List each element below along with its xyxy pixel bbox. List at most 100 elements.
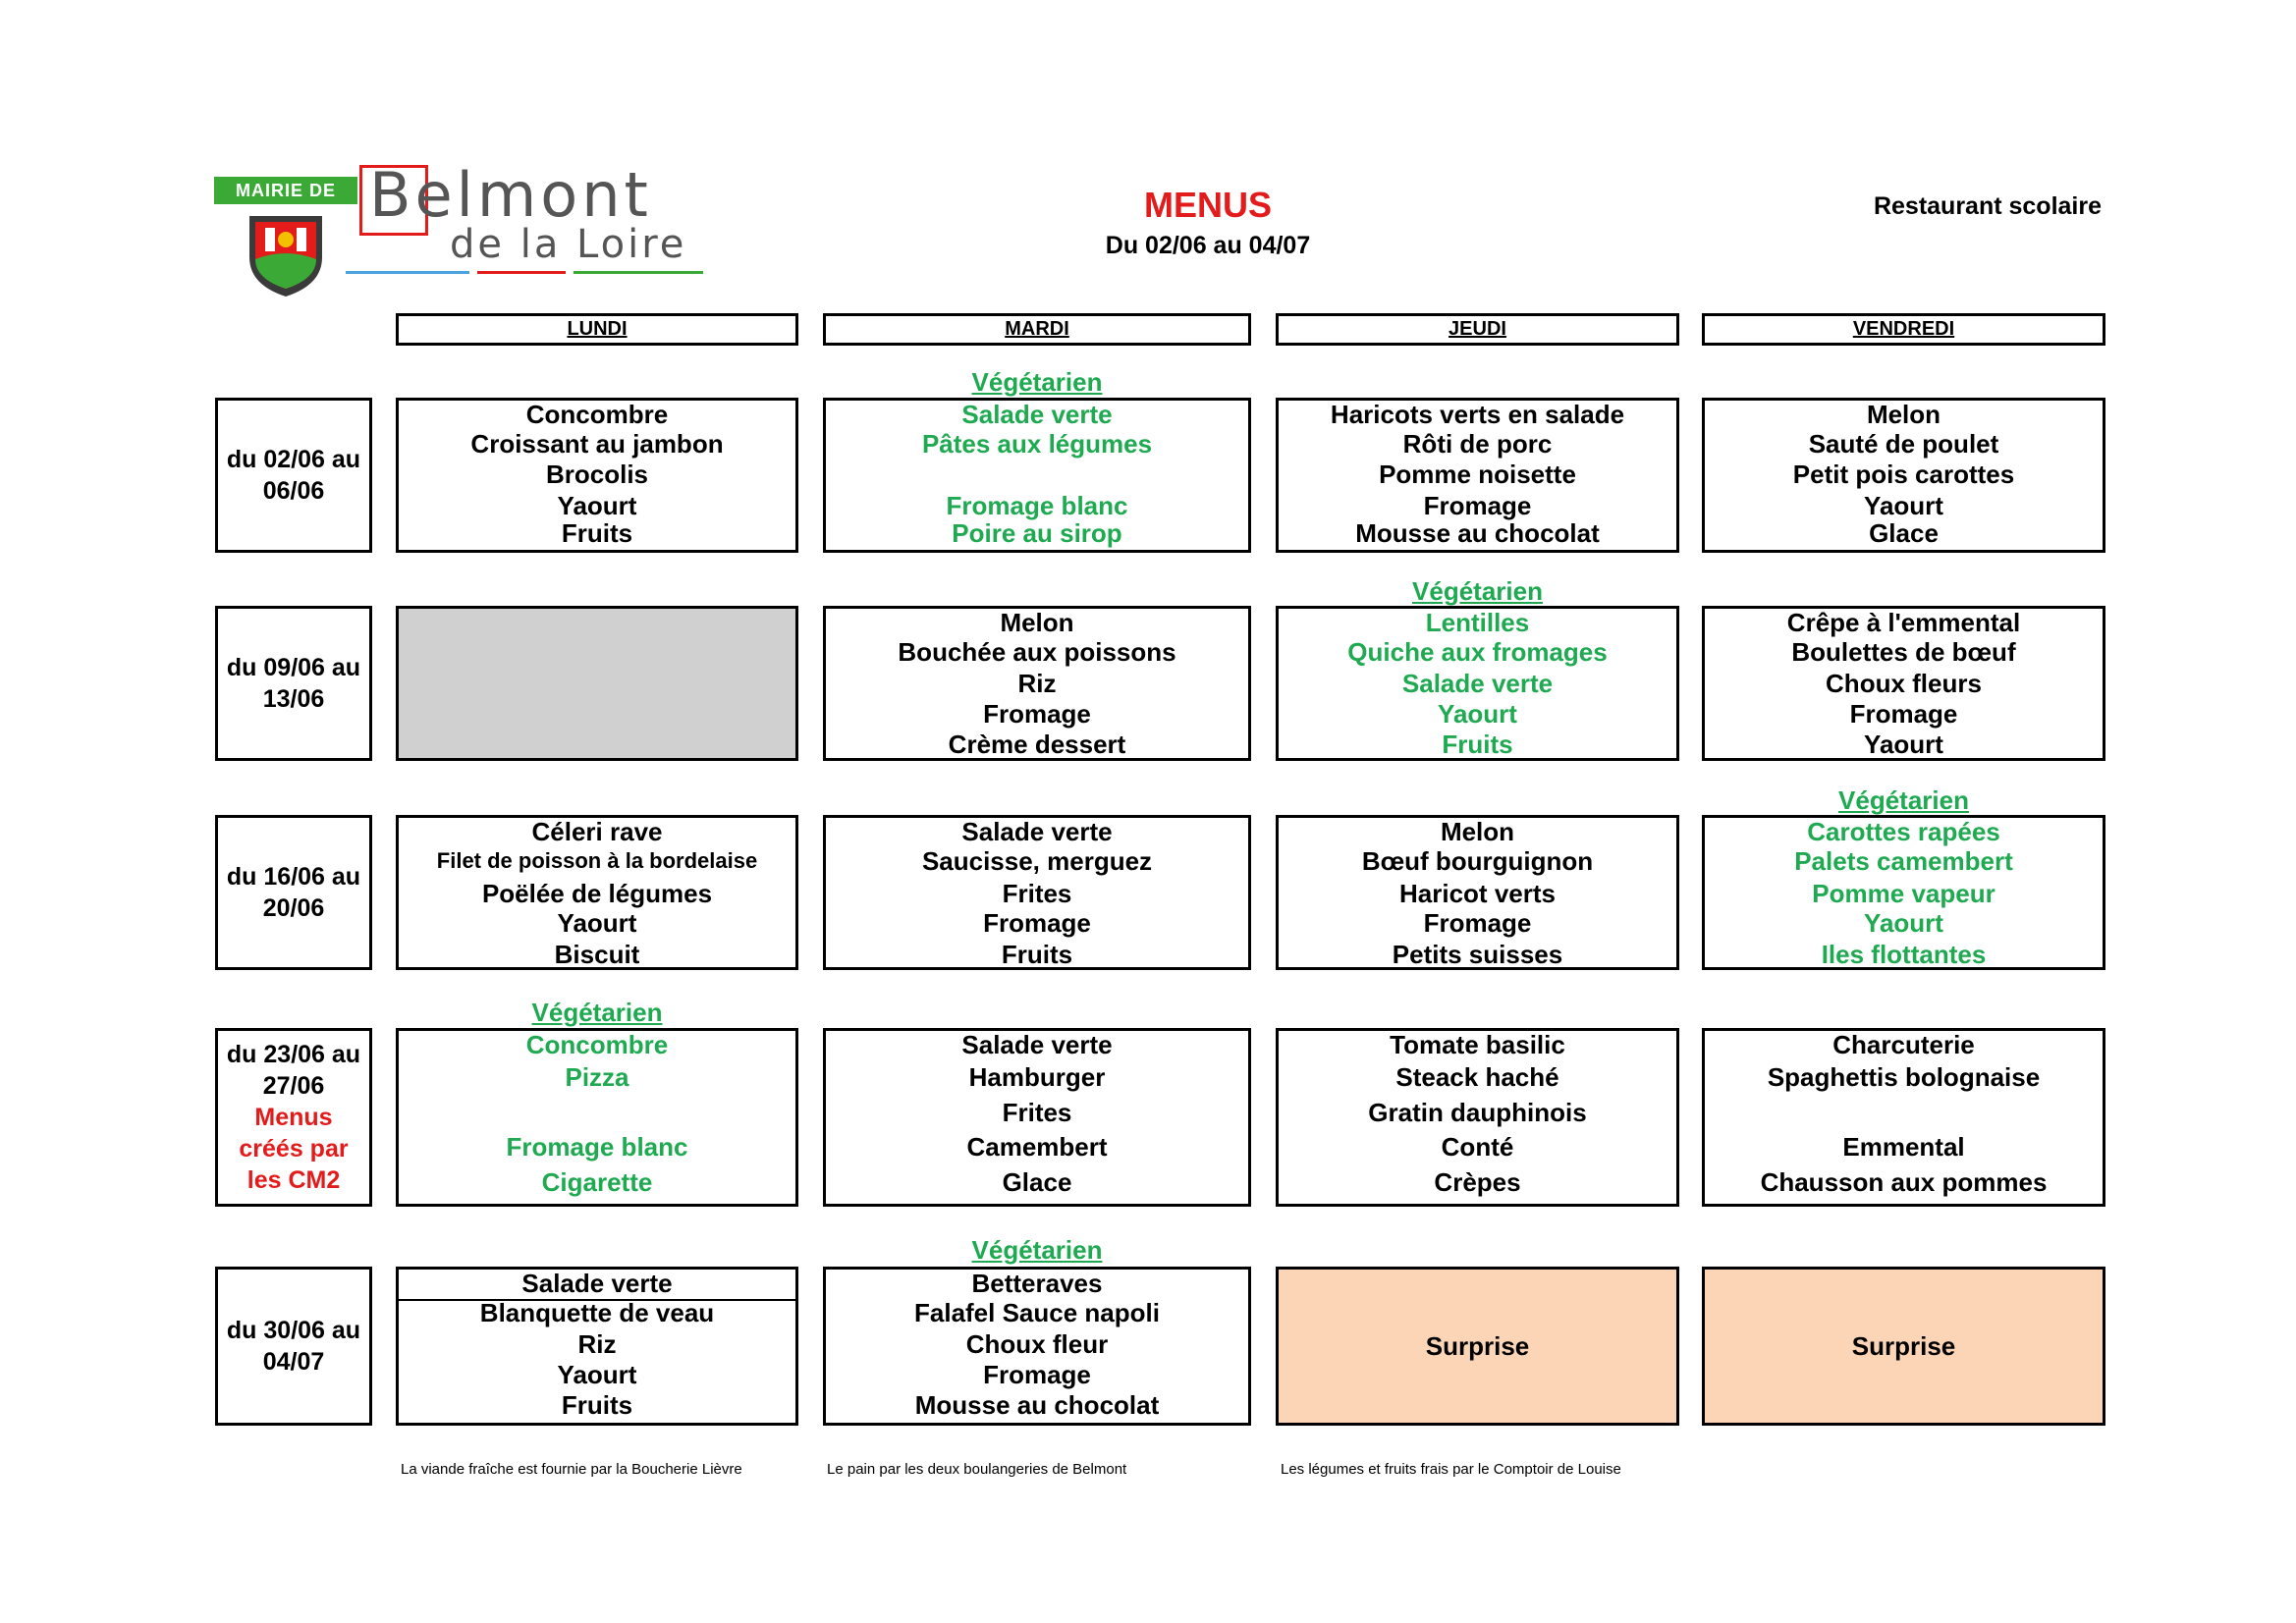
menu-item: Fromage (1423, 491, 1532, 520)
menu-item: Concombre (525, 400, 669, 429)
menu-item: Sauté de poulet (1808, 429, 1999, 459)
week-label: du 02/06 au 06/06 (215, 398, 372, 553)
menu-item: Rôti de porc (1402, 429, 1553, 459)
week-label: du 09/06 au 13/06 (215, 606, 372, 761)
menu-item: Fromage (1423, 908, 1532, 938)
logo-tag: MAIRIE DE (214, 177, 357, 204)
week-label: du 30/06 au 04/07 (215, 1267, 372, 1426)
menu-item: Salade verte (961, 817, 1113, 846)
vegetarian-label: Végétarien (1838, 785, 1969, 815)
menu-item: Bœuf bourguignon (1361, 846, 1594, 876)
coat-of-arms-icon (249, 216, 322, 297)
logo-letter-b-frame (359, 165, 428, 236)
menu-item: Glace (1869, 518, 1939, 548)
footer-vegetables-supplier: Les légumes et fruits frais par le Compt… (1281, 1461, 1621, 1478)
menu-item: Riz (577, 1329, 617, 1359)
week-label-note: les CM2 (246, 1166, 341, 1194)
surprise-label: Surprise (1425, 1330, 1530, 1361)
menu-item: Crème dessert (948, 730, 1126, 759)
menu-item: Fromage blanc (506, 1132, 688, 1162)
week-label-line: 13/06 (262, 685, 325, 713)
menu-item: Saucisse, merguez (921, 846, 1153, 876)
menu-item: Charcuterie (1832, 1030, 1975, 1059)
menu-item: Choux fleur (965, 1329, 1109, 1359)
menu-item: Crèpes (1434, 1167, 1521, 1197)
menu-item: Brocolis (545, 460, 649, 489)
day-header-lundi: LUNDI (396, 313, 798, 346)
menu-item: Hamburger (968, 1062, 1106, 1092)
menu-item: Carottes rapées (1807, 817, 2000, 846)
week-label-line: 20/06 (262, 894, 325, 922)
week-label-line: 06/06 (262, 477, 325, 505)
week-label-line: 04/07 (262, 1348, 325, 1376)
menu-item: Fromage (983, 908, 1091, 938)
day-header-vendredi: VENDREDI (1702, 313, 2105, 346)
menu-item: Fruits (1001, 940, 1073, 969)
week-label-note: Menus (254, 1104, 333, 1131)
menu-item: Fromage (983, 699, 1091, 729)
menu-item: Yaourt (1864, 730, 1943, 759)
footer-meat-supplier: La viande fraîche est fournie par la Bou… (401, 1461, 742, 1478)
menu-item: Salade verte (521, 1269, 673, 1298)
menu-item: Croissant au jambon (470, 429, 724, 459)
menu-item: Haricot verts (1399, 879, 1556, 908)
menu-item: Yaourt (1864, 908, 1943, 938)
menu-item: Glace (1002, 1167, 1072, 1197)
vegetarian-label: Végétarien (971, 1235, 1103, 1265)
menu-item: Poire au sirop (952, 518, 1122, 548)
menu-item: Camembert (966, 1132, 1108, 1162)
menu-cell-empty (396, 606, 798, 761)
menu-item: Yaourt (557, 1360, 637, 1389)
menu-item: Melon (1866, 400, 1941, 429)
menu-item: Cigarette (541, 1167, 653, 1197)
menu-item: Frites (1002, 1098, 1072, 1127)
menu-item: Palets camembert (1794, 846, 2013, 876)
week-label-line: du 09/06 au (226, 654, 361, 681)
day-header-jeudi: JEUDI (1276, 313, 1679, 346)
page-title: MENUS (1143, 185, 1272, 225)
menu-item: Pomme noisette (1379, 460, 1576, 489)
menu-item: Fromage (983, 1360, 1091, 1389)
menu-item: Iles flottantes (1821, 940, 1987, 969)
week-label-line: du 30/06 au (226, 1317, 361, 1344)
logo-underline-blue (346, 271, 469, 274)
menu-item: Fruits (561, 1390, 633, 1420)
menu-item: Mousse au chocolat (1355, 518, 1600, 548)
menu-item: Salade verte (961, 1030, 1113, 1059)
menu-item: Fromage blanc (946, 491, 1128, 520)
menu-item: Falafel Sauce napoli (914, 1298, 1160, 1327)
surprise-label: Surprise (1851, 1330, 1956, 1361)
vegetarian-label: Végétarien (971, 367, 1103, 397)
logo-underline-green (574, 271, 703, 274)
week-label-line: du 02/06 au (226, 446, 361, 473)
menu-item: Chausson aux pommes (1760, 1167, 2048, 1197)
menu-item: Choux fleurs (1826, 669, 1982, 698)
menu-item: Fruits (561, 518, 633, 548)
page-subtitle: Du 02/06 au 04/07 (1105, 232, 1311, 259)
menu-item: Fromage (1849, 699, 1958, 729)
menu-item: Boulettes de bœuf (1791, 637, 2016, 667)
menu-item: Emmental (1842, 1132, 1965, 1162)
logo-name-line2: de la Loire (450, 222, 687, 267)
menu-item: Pizza (565, 1062, 629, 1092)
menu-item: Yaourt (1864, 491, 1943, 520)
menu-item: Yaourt (557, 908, 637, 938)
menu-item: Spaghettis bolognaise (1767, 1062, 2041, 1092)
menu-item: Poëlée de légumes (481, 879, 713, 908)
menu-item: Frites (1002, 879, 1072, 908)
